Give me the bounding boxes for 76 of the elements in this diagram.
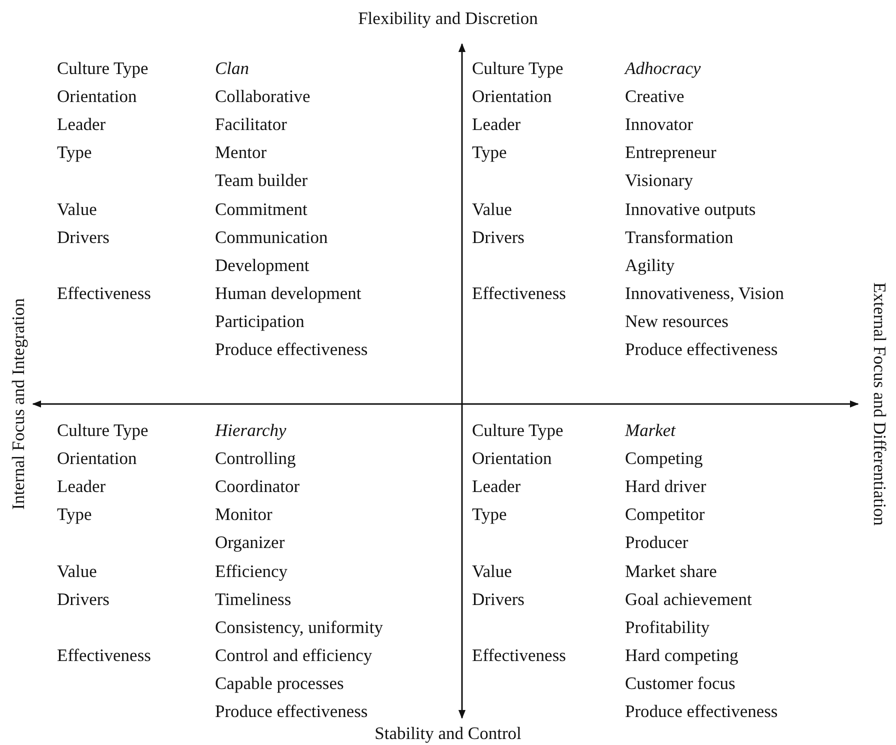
attribute-label: Leader (57, 114, 106, 134)
attribute-value: Facilitator (215, 114, 287, 134)
attribute-value: Consistency, uniformity (215, 616, 384, 637)
attribute-value: Controlling (215, 448, 296, 468)
attribute-label: Leader (472, 476, 521, 496)
attribute-value: Agility (625, 254, 675, 275)
attribute-label: Value (57, 198, 97, 218)
attribute-value: Participation (215, 310, 304, 331)
attribute-value: Produce effectiveness (625, 339, 778, 359)
attribute-label: Drivers (57, 226, 110, 247)
attribute-value: Communication (215, 226, 328, 247)
culture-type-name: Clan (215, 58, 250, 78)
attribute-label: Value (472, 198, 512, 218)
attribute-value: Innovativeness, Vision (625, 282, 784, 303)
attribute-label: Effectiveness (472, 282, 566, 303)
attribute-label: Drivers (57, 588, 110, 609)
attribute-value: Profitability (625, 616, 710, 637)
attribute-value: Competing (625, 448, 703, 468)
attribute-label: Effectiveness (57, 644, 151, 665)
attribute-label: Culture Type (472, 58, 564, 78)
attribute-value: Produce effectiveness (215, 339, 368, 359)
attribute-label: Type (57, 142, 92, 162)
attribute-label: Culture Type (472, 420, 564, 440)
attribute-value: Capable processes (215, 672, 344, 693)
attribute-value: Human development (215, 282, 362, 303)
attribute-value: Collaborative (215, 86, 310, 106)
culture-type-name: Hierarchy (215, 420, 286, 440)
axis-label: Flexibility and Discretion (357, 8, 539, 28)
attribute-label: Drivers (472, 588, 524, 609)
attribute-value: Transformation (625, 226, 734, 247)
attribute-label: Orientation (472, 448, 552, 468)
attribute-value: Team builder (215, 170, 308, 190)
attribute-label: Drivers (472, 226, 524, 247)
attribute-value: Development (215, 254, 310, 275)
attribute-value: Mentor (215, 142, 267, 162)
attribute-label: Orientation (472, 86, 552, 106)
attribute-value: Hard competing (625, 644, 738, 665)
attribute-value: Control and efficiency (215, 644, 372, 665)
attribute-value: Commitment (215, 198, 308, 218)
culture-type-name: Market (625, 420, 676, 440)
attribute-value: Hard driver (625, 476, 706, 496)
attribute-label: Effectiveness (57, 282, 151, 303)
attribute-label: Orientation (57, 86, 137, 106)
attribute-value: Monitor (215, 504, 272, 524)
attribute-value: Organizer (215, 532, 285, 552)
attribute-value: New resources (625, 310, 728, 331)
attribute-value: Produce effectiveness (625, 701, 778, 721)
axis-label: Internal Focus and Integration (8, 298, 28, 510)
attribute-value: Entrepreneur (625, 142, 716, 162)
axis-label: Stability and Control (374, 723, 522, 743)
attribute-value: Innovator (625, 114, 694, 134)
attribute-value: Creative (625, 86, 684, 106)
attribute-value: Competitor (625, 504, 705, 524)
attribute-label: Type (472, 142, 507, 162)
attribute-label: Value (57, 560, 97, 580)
attribute-value: Produce effectiveness (215, 701, 368, 721)
attribute-value: Market share (625, 560, 717, 580)
attribute-value: Visionary (625, 170, 693, 190)
attribute-value: Efficiency (215, 560, 288, 580)
attribute-value: Producer (625, 532, 688, 552)
attribute-value: Coordinator (215, 476, 300, 496)
culture-type-name: Adhocracy (625, 58, 701, 78)
attribute-label: Value (472, 560, 512, 580)
attribute-value: Goal achievement (625, 588, 752, 609)
attribute-label: Type (472, 504, 507, 524)
axis-label: External Focus and Differentiation (870, 282, 890, 526)
attribute-label: Effectiveness (472, 644, 566, 665)
attribute-value: Timeliness (215, 588, 292, 609)
attribute-label: Leader (57, 476, 106, 496)
attribute-label: Leader (472, 114, 521, 134)
attribute-label: Orientation (57, 448, 137, 468)
attribute-label: Type (57, 504, 92, 524)
attribute-label: Culture Type (57, 58, 148, 78)
attribute-value: Innovative outputs (625, 198, 756, 218)
attribute-value: Customer focus (625, 672, 736, 693)
attribute-label: Culture Type (57, 420, 148, 440)
